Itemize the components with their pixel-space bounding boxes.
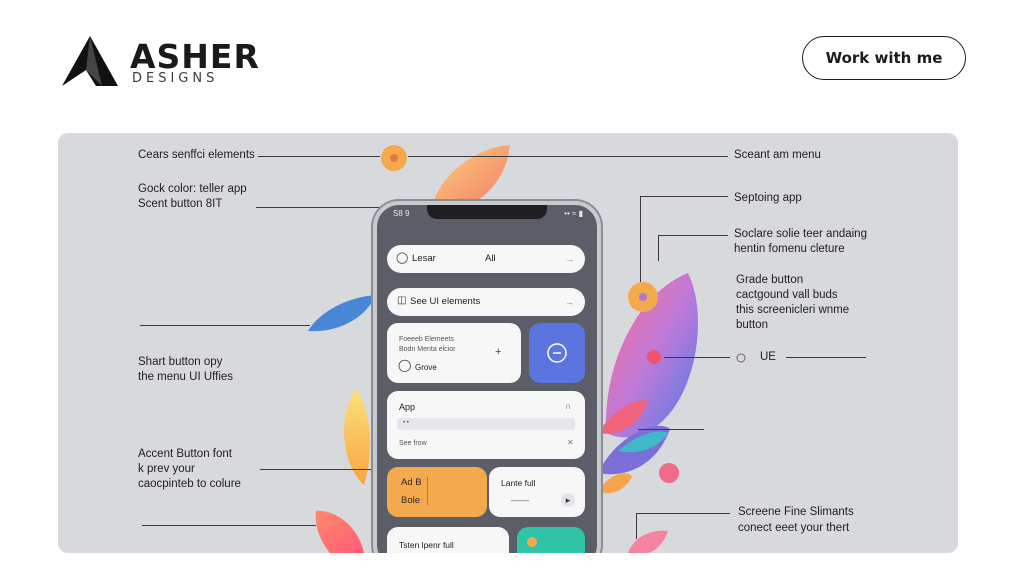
circle-button-icon: [547, 343, 567, 363]
lante-card-title: Lante full: [501, 478, 536, 488]
annotation-left-6: Accent Button font: [138, 448, 232, 460]
radio-label: Grove: [415, 363, 437, 372]
app-title: App: [399, 402, 416, 412]
elements-card-line-2: Bodn Menta elcior: [399, 346, 456, 353]
annotation-left-5: the menu UI Uffies: [138, 371, 234, 383]
bottom-card[interactable]: Tsten lpenr full: [387, 527, 509, 553]
annotation-right-7: this screenicleri wnme: [736, 304, 850, 316]
annotation-line: [638, 429, 704, 430]
annotation-right-8: button: [736, 319, 768, 331]
bottom-card-title: Tsten lpenr full: [399, 540, 454, 550]
annotation-line: [256, 207, 380, 208]
annotation-right-4: hentin fomenu cleture: [734, 243, 845, 255]
annotation-right-9: UE: [760, 351, 776, 363]
annotation-line: [260, 469, 386, 470]
close-icon[interactable]: ✕: [567, 438, 574, 447]
elements-card[interactable]: Foeeeb Elemeets Bodn Menta elcior + ◯ Gr…: [387, 323, 521, 383]
annotation-line: [258, 156, 380, 157]
see-ui-label: See UI elements: [410, 296, 481, 307]
arrow-right-icon: →: [565, 297, 574, 307]
lock-icon: ∩: [565, 401, 572, 411]
app-card[interactable]: App ∩ • • See frow ✕: [387, 391, 585, 459]
annotation-line: [640, 196, 728, 197]
see-ui-elements-row[interactable]: ◫ See UI elements →: [387, 288, 585, 316]
annotation-left-4: Shart button opy: [138, 356, 223, 368]
annotation-line: [658, 235, 659, 261]
work-with-me-button[interactable]: Work with me: [802, 36, 966, 80]
app-input-value: • •: [403, 420, 409, 426]
annotation-right-6: cactgound vall buds: [736, 289, 838, 301]
search-filter[interactable]: All: [485, 253, 496, 264]
arrow-right-icon: →: [565, 254, 574, 264]
elements-card-line-1: Foeeeb Elemeets: [399, 336, 454, 343]
status-icons: •• ≈ ▮: [564, 209, 583, 218]
annotation-line: [142, 525, 316, 526]
annotation-line: [140, 325, 310, 326]
accent-tile-teal[interactable]: [517, 527, 585, 553]
slider-icon: ——: [511, 495, 529, 505]
document-icon: ◫: [397, 295, 407, 306]
annotation-right-3: Soclare solie teer andaing: [734, 228, 867, 240]
annotation-right-2: Septoing app: [734, 192, 802, 204]
play-icon[interactable]: ▸: [561, 493, 575, 507]
decorative-leaves: [308, 145, 746, 553]
annotation-line: [636, 513, 637, 539]
search-icon: ◯: [396, 252, 409, 264]
orange-card-label: Bole: [401, 495, 421, 506]
brand-name: ASHER: [130, 37, 260, 76]
app-row-label: See frow: [399, 440, 427, 447]
search-bar[interactable]: ◯ Lesar All →: [387, 245, 585, 273]
phone-mockup: S8 9 •• ≈ ▮ ◯ Lesar All → ◫ See UI eleme…: [373, 201, 601, 553]
showcase-panel: Cears senffci elements Gock color: telle…: [58, 133, 958, 553]
annotation-left-8: caocpinteb to colure: [138, 478, 241, 490]
app-input[interactable]: • •: [397, 418, 575, 430]
annotation-line: [408, 156, 728, 157]
phone-notch: [427, 205, 547, 219]
annotation-line: [664, 357, 730, 358]
accent-tile-blue[interactable]: [529, 323, 585, 383]
orange-card[interactable]: Ad B Bole: [387, 467, 487, 517]
annotation-right-10: Screene Fine Slimants: [738, 506, 854, 518]
annotation-line: [786, 357, 866, 358]
annotation-right-1: Sceant am menu: [734, 149, 821, 161]
annotation-right-5: Grade button: [736, 274, 804, 286]
annotation-left-2: Gock color: teller app: [138, 183, 247, 195]
status-time: S8 9: [393, 209, 410, 218]
plus-icon[interactable]: +: [495, 346, 502, 358]
search-label: Lesar: [412, 253, 436, 264]
annotation-left-1: Cears senffci elements: [138, 149, 255, 161]
radio-icon[interactable]: ◯: [398, 358, 412, 372]
annotation-line: [658, 235, 728, 236]
logo[interactable]: ASHER DESIGNS: [62, 36, 259, 90]
annotation-right-11: conect eeet your thert: [738, 522, 850, 534]
dot-icon: [527, 537, 537, 547]
lante-card[interactable]: Lante full —— ▸: [489, 467, 585, 517]
annotation-line: [636, 513, 730, 514]
divider: [427, 477, 428, 505]
orange-card-title: Ad B: [401, 477, 422, 488]
annotation-left-7: k prev your: [138, 463, 195, 475]
brand-subtitle: DESIGNS: [132, 71, 219, 86]
logo-mark-icon: [62, 36, 118, 86]
annotation-left-3: Scent button 8IT: [138, 198, 223, 210]
annotation-line: [640, 196, 641, 282]
